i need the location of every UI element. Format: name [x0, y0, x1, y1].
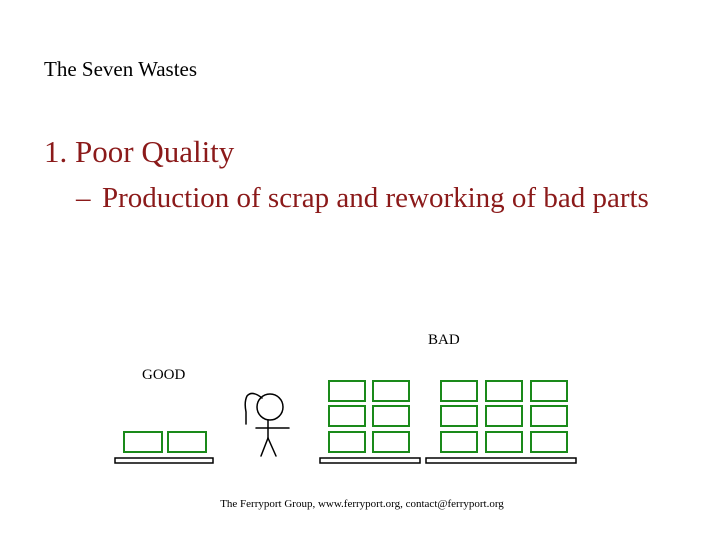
- bad-box: [440, 405, 478, 427]
- worker-figure-icon: [244, 392, 290, 457]
- good-label: GOOD: [142, 367, 186, 383]
- bad-box: [485, 380, 523, 402]
- bad-box: [485, 431, 523, 453]
- bad-box: [372, 405, 410, 427]
- bad-boxes-left: [328, 380, 410, 453]
- bad-box: [440, 431, 478, 453]
- bad-boxes-right: [440, 380, 568, 453]
- bad-label: BAD: [428, 332, 460, 348]
- slide-title: The Seven Wastes: [44, 57, 198, 81]
- slide-heading: 1. Poor Quality: [44, 134, 235, 169]
- footer-credit: The Ferryport Group, www.ferryport.org, …: [220, 498, 504, 510]
- bad-box: [372, 431, 410, 453]
- shelves: [114, 457, 577, 464]
- bad-box: [530, 380, 568, 402]
- bullet-dash: –: [76, 182, 91, 214]
- bad-box: [328, 431, 366, 453]
- worker-arm-raised: [244, 392, 263, 425]
- bad-shelf-left: [319, 457, 421, 464]
- good-shelf: [114, 457, 214, 464]
- good-box: [123, 431, 163, 453]
- bad-box: [328, 380, 366, 402]
- bad-box: [485, 405, 523, 427]
- bad-box: [530, 405, 568, 427]
- bad-shelf-right: [425, 457, 577, 464]
- worker-head: [256, 393, 284, 421]
- bad-box: [530, 431, 568, 453]
- bullet-text: Production of scrap and reworking of bad…: [102, 182, 649, 214]
- good-box: [167, 431, 207, 453]
- worker-leg-right: [267, 437, 277, 457]
- bullet-item: – Production of scrap and reworking of b…: [76, 180, 656, 217]
- worker-leg-left: [260, 437, 269, 457]
- bad-box: [328, 405, 366, 427]
- bad-box: [372, 380, 410, 402]
- good-boxes: [123, 431, 207, 453]
- bad-box: [440, 380, 478, 402]
